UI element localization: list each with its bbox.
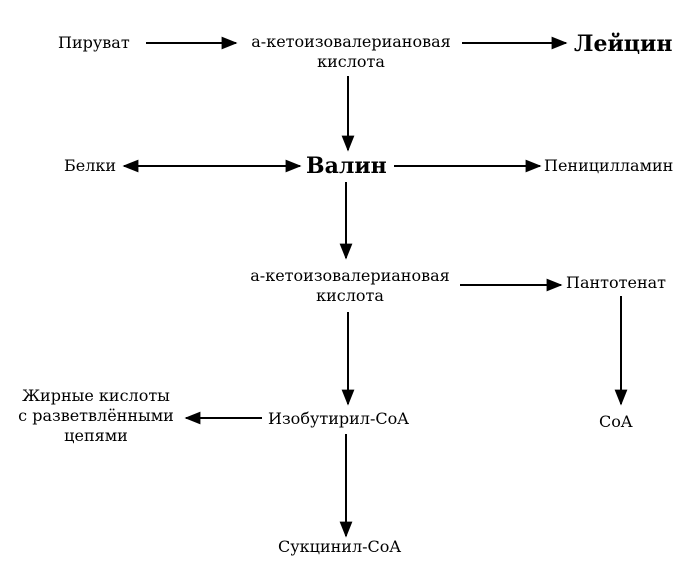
node-keto-acid-mid-line2: кислота bbox=[316, 286, 384, 305]
node-keto-acid-top-line2: кислота bbox=[317, 52, 385, 71]
node-fatty-acids-line3: цепями bbox=[64, 426, 128, 445]
node-keto-acid-mid-line1: а-кетоизовалериановая bbox=[250, 266, 450, 285]
node-keto-acid-mid: а-кетоизовалериановая кислота bbox=[250, 266, 449, 306]
node-keto-acid-top: а-кетоизовалериановая кислота bbox=[251, 32, 450, 72]
node-keto-acid-top-line1: а-кетоизовалериановая bbox=[251, 32, 451, 51]
node-penicillamine: Пеницилламин bbox=[544, 156, 674, 175]
node-fatty-acids-line2: с разветвлёнными bbox=[18, 406, 174, 425]
node-fatty-acids-line1: Жирные кислоты bbox=[22, 386, 170, 405]
node-pantothenate: Пантотенат bbox=[566, 273, 667, 292]
node-valine: Валин bbox=[306, 153, 387, 179]
node-proteins: Белки bbox=[64, 156, 117, 175]
node-pyruvate: Пируват bbox=[58, 33, 130, 52]
node-fatty-acids: Жирные кислоты с разветвлёнными цепями bbox=[18, 386, 174, 446]
node-isobutyryl-coa: Изобутирил-CoA bbox=[268, 409, 409, 428]
node-coa: CoA bbox=[599, 412, 633, 431]
node-succinyl-coa: Сукцинил-CoA bbox=[278, 537, 401, 556]
node-leucine: Лейцин bbox=[574, 31, 673, 57]
